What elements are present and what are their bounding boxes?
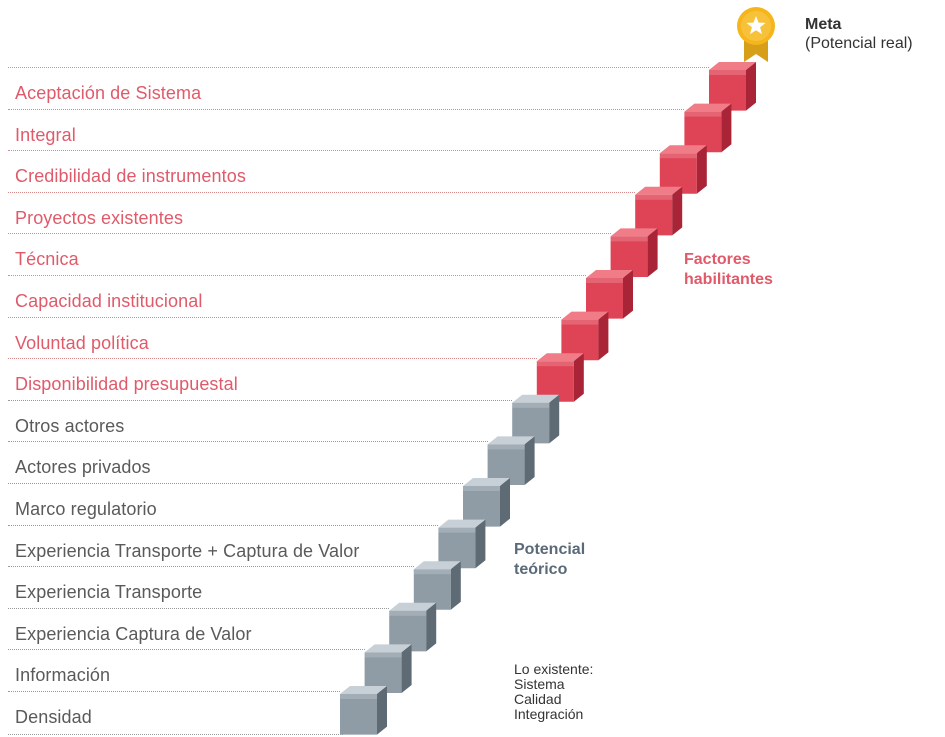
stair-step <box>561 311 609 361</box>
step-row: Experiencia Transporte + Captura de Valo… <box>8 524 439 567</box>
step-row: Integral <box>8 108 685 151</box>
step-row: Actores privados <box>8 441 488 483</box>
stair-step <box>389 602 437 652</box>
step-row: Experiencia Transporte <box>8 566 414 608</box>
existing-item: Integración <box>514 706 584 722</box>
step-label: Experiencia Captura de Valor <box>15 623 252 644</box>
step-row: Proyectos existentes <box>8 191 636 234</box>
step-row: Disponibilidad presupuestal <box>8 358 537 400</box>
step-row: Aceptación de Sistema <box>8 67 709 109</box>
step-row: Técnica <box>8 233 611 275</box>
step-label: Experiencia Transporte + Captura de Valo… <box>15 540 360 561</box>
step-label: Disponibilidad presupuestal <box>15 374 238 395</box>
step-label: Técnica <box>15 249 79 270</box>
step-row: Experiencia Captura de Valor <box>8 607 390 650</box>
step-label: Capacidad institucional <box>15 291 203 311</box>
stair-step <box>438 519 486 569</box>
goal-title: Meta <box>805 16 842 33</box>
enablers-label-line: habilitantes <box>684 271 773 288</box>
step-label: Densidad <box>15 707 92 727</box>
stair-step <box>586 270 633 319</box>
stair-step <box>487 436 535 485</box>
stair-step <box>635 186 683 236</box>
stair-step <box>610 228 658 277</box>
baseline-divider <box>8 734 343 735</box>
step-label: Otros actores <box>15 415 125 436</box>
stair-step <box>463 478 510 527</box>
step-row: Marco regulatorio <box>8 483 463 525</box>
step-row: Voluntad política <box>8 316 562 359</box>
step-row: Credibilidad de instrumentos <box>8 150 660 192</box>
step-row: Densidad <box>8 691 340 733</box>
existing-item: Calidad <box>514 691 562 707</box>
stair-step <box>536 353 584 402</box>
stair-step <box>413 561 461 610</box>
step-label: Integral <box>15 124 76 145</box>
step-label: Marco regulatorio <box>15 499 157 519</box>
potential-label-line: teórico <box>514 561 568 578</box>
existing-note: Lo existente: Sistema Calidad Integració… <box>514 662 593 722</box>
step-label: Proyectos existentes <box>15 207 184 228</box>
step-label: Información <box>15 665 111 686</box>
step-row: Información <box>8 649 365 691</box>
stair-step <box>512 394 560 444</box>
step-label: Experiencia Transporte <box>15 582 203 603</box>
stair-step <box>684 103 732 153</box>
stair-step <box>709 62 756 111</box>
stair-step <box>659 145 707 194</box>
enablers-label: Factores habilitantes <box>684 250 773 290</box>
stair-step <box>364 644 412 693</box>
stair-step <box>340 686 387 735</box>
step-label: Credibilidad de instrumentos <box>15 166 246 187</box>
potential-label-line: Potencial <box>514 541 586 558</box>
existing-heading: Lo existente: <box>514 661 594 677</box>
step-label: Voluntad política <box>15 332 149 353</box>
step-row: Otros actores <box>8 399 513 442</box>
existing-item: Sistema <box>514 676 565 692</box>
step-label: Actores privados <box>15 457 151 478</box>
potential-label: Potencial teórico <box>514 540 585 580</box>
step-label: Aceptación de Sistema <box>15 83 202 103</box>
step-row: Capacidad institucional <box>8 275 586 317</box>
enablers-label-line: Factores <box>684 251 751 268</box>
medal-star-icon <box>737 7 775 62</box>
goal-subtitle: (Potencial real) <box>805 35 913 52</box>
